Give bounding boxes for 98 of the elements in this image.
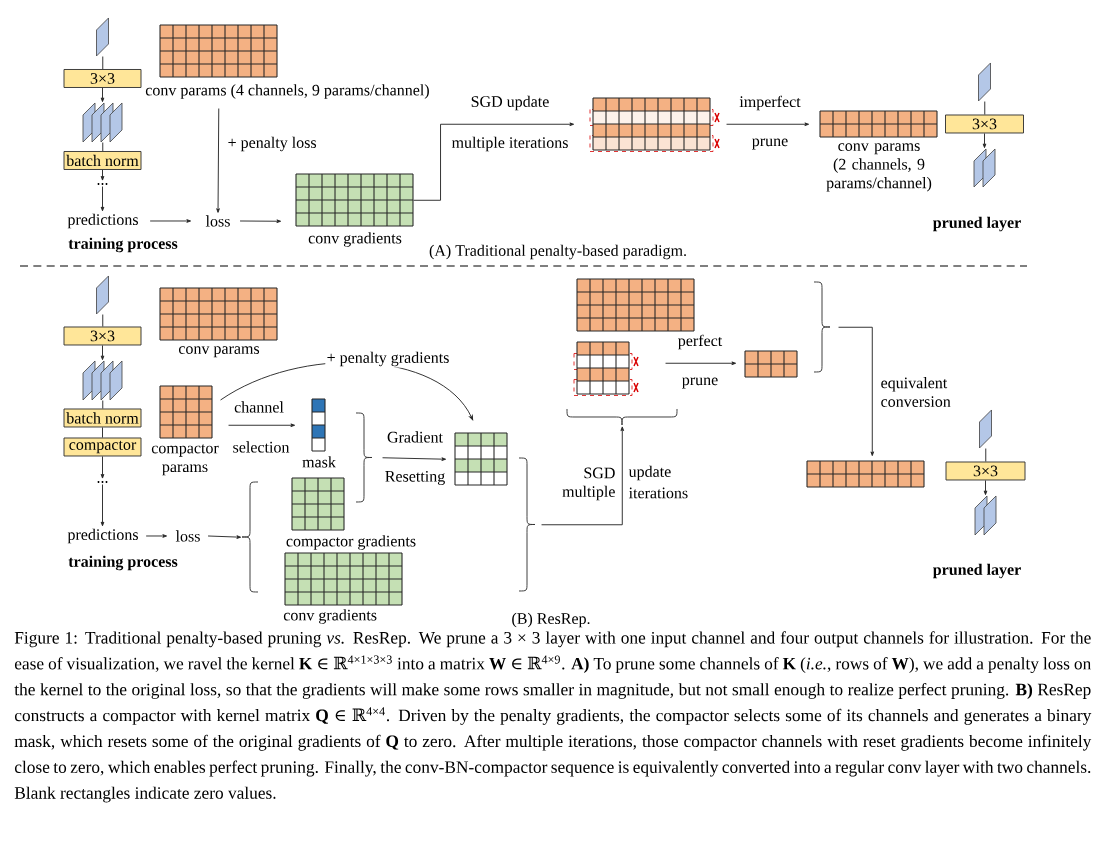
arrow: [207, 535, 242, 539]
feature-map: [96, 17, 109, 57]
curly-brace: [241, 481, 259, 593]
gradient-matrix: [454, 432, 508, 486]
feature-map-stack: [973, 148, 996, 188]
section-label: training process: [68, 237, 178, 253]
layer-box: 3×3: [63, 69, 142, 88]
arrow: [145, 534, 168, 538]
node-label: compactor gradients: [286, 535, 416, 550]
section-label: training process: [68, 555, 178, 571]
text-label: iterations: [628, 487, 688, 499]
curly-brace: [518, 457, 536, 592]
section-label: pruned layer: [933, 563, 1021, 579]
connector-line: [102, 142, 104, 152]
arrow: [541, 426, 625, 526]
feature-map: [979, 409, 992, 449]
layer-box: 3×3: [945, 461, 1026, 481]
layer-box: batch norm: [63, 408, 142, 428]
edge-label: imperfect: [738, 94, 802, 112]
node-label: mask: [302, 456, 336, 468]
panel-caption: (A) Traditional penalty-based paradigm.: [429, 244, 686, 260]
feature-map: [978, 62, 991, 102]
step-label: loss: [175, 530, 200, 542]
gradient-matrix: conv gradients: [295, 173, 414, 247]
arrow: [216, 108, 220, 213]
edge-label: Gradient: [385, 430, 445, 444]
text-label: prune: [752, 138, 788, 150]
arrow: [228, 423, 296, 428]
text-label: prune: [682, 377, 718, 389]
step-label: ...: [97, 481, 108, 483]
node-label: conv params (2 channels, 9 params/channel): [826, 143, 932, 192]
panel-caption: (B) ResRep.: [512, 612, 590, 628]
parameter-matrix: conv params: [159, 287, 278, 358]
connector-line: [985, 448, 987, 462]
node-label: conv gradients: [283, 609, 377, 624]
step-label: predictions: [67, 528, 138, 544]
parameter-matrix: compactor params: [151, 385, 219, 476]
edge-label: + penalty gradients: [325, 350, 451, 368]
text-label: Resetting: [385, 470, 445, 485]
node-label: conv params (4 channels, 9 params/channel): [145, 84, 429, 99]
node-label: conv gradients: [308, 232, 402, 247]
feature-map-stack: [82, 360, 123, 401]
feature-map-stack: [974, 495, 997, 536]
connector-line: [102, 400, 104, 409]
layer-box: 3×3: [63, 326, 142, 346]
arrow: [838, 326, 875, 457]
parameter-matrix: conv params (2 channels, 9 params/channel): [819, 110, 938, 192]
arrow: [382, 457, 447, 461]
arrow: [983, 480, 988, 496]
connector-line: [102, 427, 103, 438]
arrow: [100, 345, 105, 361]
curly-brace: [566, 408, 678, 426]
layer-box: compactor: [63, 437, 142, 457]
arrow: [100, 456, 105, 479]
step-label: ...: [97, 183, 108, 185]
curly-brace: [355, 412, 373, 503]
feature-map: [96, 275, 109, 315]
edge-label: perfect: [676, 333, 724, 351]
text-label: multiple: [562, 485, 615, 501]
parameter-matrix: [806, 460, 925, 488]
edge-label: SGD update: [469, 94, 551, 112]
arrow: [726, 122, 810, 127]
arrow: [239, 219, 282, 224]
arrow: [100, 484, 105, 527]
arrow: [982, 133, 987, 149]
connector-line: [102, 56, 104, 70]
edge-label: equivalent conversion: [879, 375, 951, 409]
text-label: selection: [233, 441, 290, 453]
layer-box: batch norm: [63, 151, 142, 170]
step-label: loss: [205, 215, 230, 227]
edge-label: channel: [232, 400, 286, 414]
arrow: [413, 122, 575, 201]
arrow: [100, 169, 105, 181]
arrow: [100, 87, 105, 103]
section-label: pruned layer: [933, 216, 1021, 232]
text-label: multiple iterations: [451, 136, 568, 152]
parameter-matrix: conv params (4 channels, 9 params/channel): [145, 24, 429, 99]
feature-map-stack: [82, 102, 123, 143]
text-label: SGD: [584, 467, 615, 479]
arrow: [149, 219, 192, 223]
node-label: conv params: [178, 346, 260, 358]
connector-line: [102, 314, 104, 327]
gradient-matrix: conv gradients: [283, 552, 403, 624]
parameter-matrix: [744, 350, 798, 378]
curly-brace: [813, 281, 831, 373]
parameter-matrix: [592, 97, 711, 151]
connector-line: [984, 101, 986, 115]
arrow: [100, 186, 105, 212]
node-label: compactor params: [151, 444, 219, 476]
edge-label: + penalty loss: [226, 135, 318, 153]
parameter-matrix: [576, 278, 695, 332]
text-label: update: [628, 465, 671, 481]
parameter-matrix: [576, 341, 630, 395]
arrow: [665, 361, 737, 366]
mask-vector: mask: [302, 398, 336, 468]
step-label: predictions: [67, 213, 138, 229]
layer-box: 3×3: [945, 114, 1024, 134]
figure-caption: Figure 1: Traditional penalty-based pruning vs. ResRep. We prune a 3 × 3 layer with one input channel and four output channels for illustration. For the ease of visualization, we ravel the kernel K ∈ ℝ$^{4×1×3×3}$ into a matrix W ∈ ℝ$^{4×9}$. A) To prune some channels of K (i.e., rows of W), we add a penalty loss on the kernel to the original loss, so that the gradients will make some rows smaller in magnitude, but not small enough to realize perfect pruning. B) ResRep constructs a compactor with kernel matrix Q ∈ ℝ$^{4×4}$. Driven by the penalty gradients, the compactor selects some of its channels and generates a binary mask, which resets some of the original gradients of Q to zero. After multiple iterations, those compactor channels with reset gradients become infinitely close to zero, which enables perfect pruning. Finally, the conv-BN-compactor sequence is equivalently converted into a regular conv layer with two channels. Blank rectangles indicate zero values.: [14, 631, 1092, 803]
